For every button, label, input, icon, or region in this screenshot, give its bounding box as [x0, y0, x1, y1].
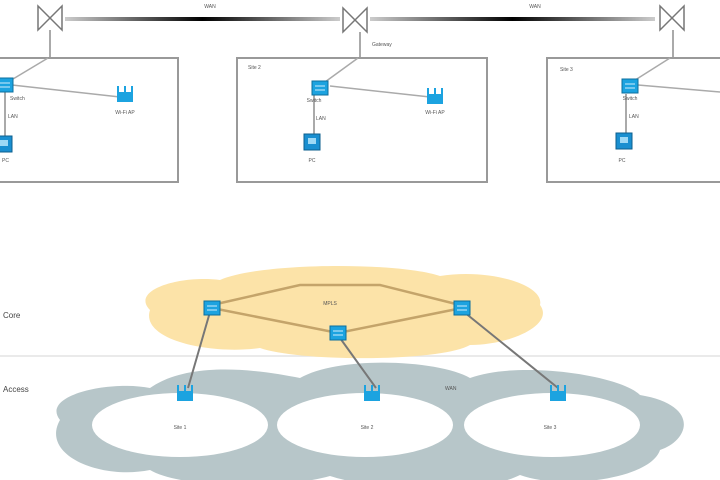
access-point-icon[interactable]: [426, 87, 444, 105]
ap-label: Wi-Fi AP: [115, 110, 135, 116]
site-cloud-label: Site 1: [174, 425, 187, 431]
switch-label: Switch: [623, 96, 638, 102]
wan-link-1: WAN: [65, 4, 340, 21]
pc-label: PC: [2, 158, 9, 164]
wan-link-label: WAN: [529, 4, 541, 10]
site-cloud-2: [277, 393, 453, 457]
pc-icon[interactable]: [615, 132, 633, 150]
site-cloud-1: [92, 393, 268, 457]
layer-label-core: Core: [3, 311, 21, 320]
site-cloud-label: Site 3: [544, 425, 557, 431]
pc-label: PC: [309, 158, 316, 164]
access-cloud-label: WAN: [445, 386, 457, 392]
site-title: Site 2: [248, 65, 261, 71]
switch-icon[interactable]: [621, 78, 639, 94]
switch-label: Switch: [10, 96, 25, 102]
gateway-icon[interactable]: [342, 7, 368, 33]
access-point-icon[interactable]: [116, 85, 134, 103]
link-label: LAN: [316, 116, 326, 122]
pc-label: PC: [619, 158, 626, 164]
pc-icon[interactable]: [303, 133, 321, 151]
switch-icon[interactable]: [0, 77, 14, 93]
gateway-icon[interactable]: [37, 5, 63, 31]
pc-icon[interactable]: [0, 135, 13, 153]
link-label: LAN: [629, 114, 639, 120]
access-cloud: WAN Site 1 Site 2 Site 3: [56, 362, 684, 480]
switch-icon[interactable]: [311, 80, 329, 96]
core-to-site-links: [187, 311, 559, 389]
ap-label: Wi-Fi AP: [425, 110, 445, 116]
gateway-uplink: [49, 30, 674, 58]
site-box-3: Site 3 Switch LAN PC: [546, 57, 720, 183]
link-label: LAN: [8, 114, 18, 120]
core-switch-icon[interactable]: [329, 325, 347, 341]
wan-link-2: WAN: [370, 4, 655, 21]
core-switch-icon[interactable]: [453, 300, 471, 316]
core-switch-icon[interactable]: [203, 300, 221, 316]
core-cloud-label: MPLS: [323, 301, 337, 307]
gateway-label: Gateway: [372, 42, 392, 48]
wan-link-label: WAN: [204, 4, 216, 10]
core-cloud: MPLS: [145, 265, 543, 359]
site-box-1: Switch LAN PC Wi-Fi AP: [0, 57, 179, 183]
switch-label: Switch: [307, 98, 322, 104]
site-cloud-3: [464, 393, 640, 457]
site-title: Site 3: [560, 67, 573, 73]
site-cloud-label: Site 2: [361, 425, 374, 431]
layer-label-access: Access: [3, 385, 29, 394]
gateway-icon[interactable]: [659, 5, 685, 31]
site-box-2: Site 2 Switch LAN PC Wi-Fi AP: [236, 57, 488, 183]
